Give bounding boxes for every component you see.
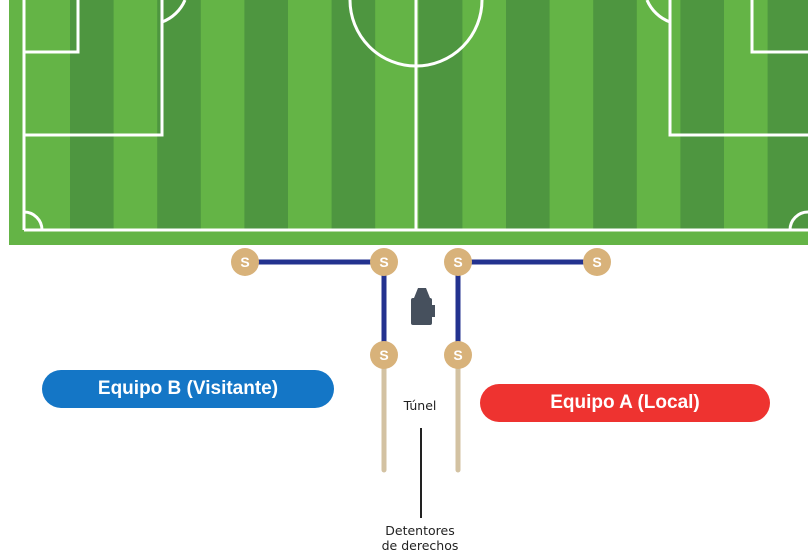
- football-pitch: [9, 0, 808, 245]
- position-marker-letter: S: [453, 254, 462, 270]
- position-marker-letter: S: [379, 347, 388, 363]
- position-marker: S: [444, 248, 472, 276]
- position-marker-letter: S: [453, 347, 462, 363]
- position-markers: S S S S S S: [231, 248, 611, 369]
- visitor-team-label: Equipo B (Visitante): [97, 378, 279, 399]
- position-marker-letter: S: [240, 254, 249, 270]
- rights-holders-label: Detentores de derechos: [360, 523, 480, 553]
- visitor-team-badge: Equipo B (Visitante): [42, 370, 334, 408]
- rights-holders-label-line2: de derechos: [381, 538, 459, 553]
- rights-holders-label-line1: Detentores: [385, 523, 455, 538]
- position-marker: S: [370, 341, 398, 369]
- tunnel-label: Túnel: [403, 398, 437, 413]
- home-team-badge: Equipo A (Local): [480, 384, 770, 422]
- home-team-label: Equipo A (Local): [550, 392, 700, 413]
- pitch-markings: [22, 0, 808, 232]
- position-marker-letter: S: [379, 254, 388, 270]
- player-paths: [245, 259, 597, 473]
- position-marker-letter: S: [592, 254, 601, 270]
- position-marker: S: [370, 248, 398, 276]
- position-marker: S: [583, 248, 611, 276]
- position-marker: S: [444, 341, 472, 369]
- position-marker: S: [231, 248, 259, 276]
- camera-icon: [411, 288, 435, 325]
